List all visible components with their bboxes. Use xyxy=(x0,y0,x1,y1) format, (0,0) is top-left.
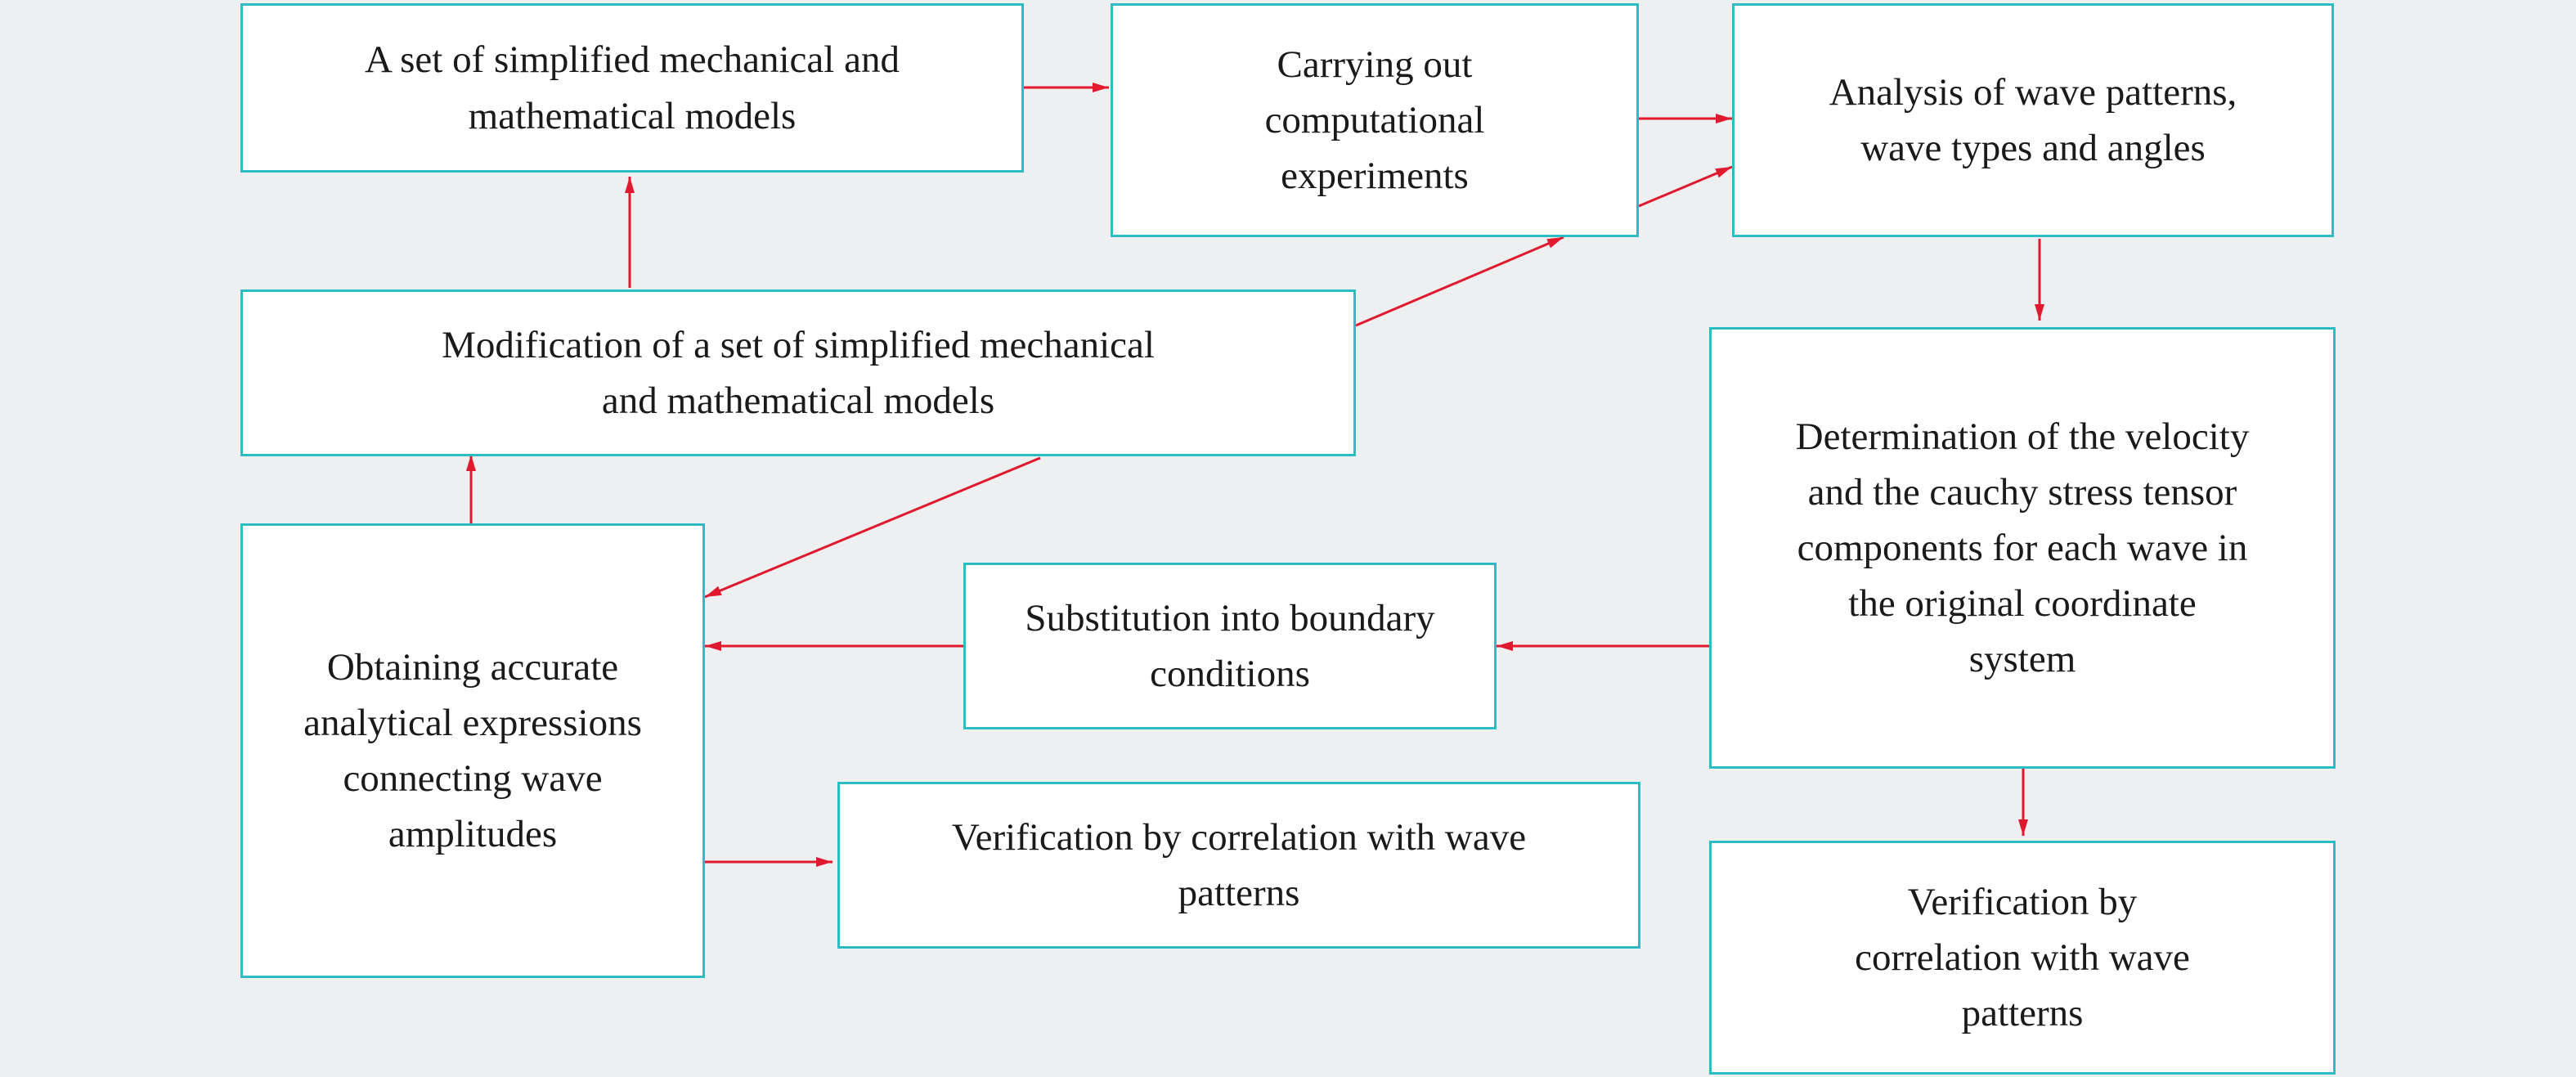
node-wave-analysis-label: Analysis of wave patterns, wave types an… xyxy=(1829,70,2237,169)
node-simplified-models: A set of simplified mechanical and mathe… xyxy=(240,3,1024,173)
node-modification-label: Modification of a set of simplified mech… xyxy=(442,323,1155,422)
node-obtaining-expressions: Obtaining accurate analytical expression… xyxy=(240,523,705,978)
node-determination: Determination of the velocity and the ca… xyxy=(1709,327,2336,769)
node-computational-experiments-label: Carrying out computational experiments xyxy=(1264,43,1485,198)
node-verification-right: Verification by correlation with wave pa… xyxy=(1709,841,2336,1075)
node-simplified-models-label: A set of simplified mechanical and mathe… xyxy=(365,38,900,137)
node-substitution: Substitution into boundary conditions xyxy=(963,563,1497,729)
arrow-modification-to-obtaining xyxy=(704,456,1041,599)
node-substitution-label: Substitution into boundary conditions xyxy=(1025,596,1435,695)
node-determination-label: Determination of the velocity and the ca… xyxy=(1795,415,2250,681)
arrow-modification-to-computational xyxy=(1355,236,1564,327)
node-verification-left-label: Verification by correlation with wave pa… xyxy=(951,815,1527,914)
node-wave-analysis: Analysis of wave patterns, wave types an… xyxy=(1732,3,2334,237)
node-computational-experiments: Carrying out computational experiments xyxy=(1111,3,1639,237)
node-verification-right-label: Verification by correlation with wave pa… xyxy=(1855,880,2190,1035)
node-verification-left: Verification by correlation with wave pa… xyxy=(837,782,1640,949)
node-obtaining-expressions-label: Obtaining accurate analytical expression… xyxy=(303,645,642,856)
node-modification: Modification of a set of simplified mech… xyxy=(240,289,1356,456)
arrow-computational-to-analysis-2 xyxy=(1638,165,1733,208)
